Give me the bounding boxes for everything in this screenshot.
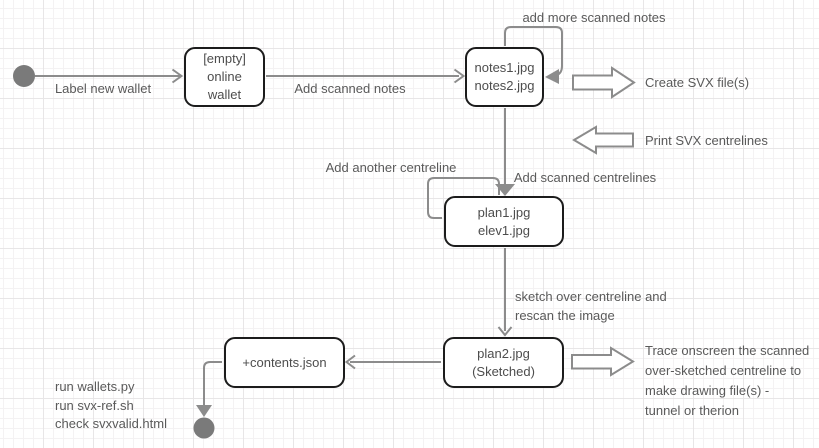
block-arrow-left-print-svx[interactable] bbox=[572, 125, 634, 155]
annotation-line: make drawing file(s) - bbox=[645, 383, 770, 398]
annotation-print-svx[interactable]: Print SVX centrelines bbox=[645, 133, 768, 148]
end-state-node[interactable] bbox=[193, 417, 215, 439]
open-arrowhead-icon bbox=[171, 68, 184, 84]
open-arrowhead-icon bbox=[497, 326, 513, 337]
open-arrowhead-icon bbox=[453, 68, 466, 84]
edge-plan2-to-contents[interactable] bbox=[344, 354, 442, 370]
state-text-line: elev1.jpg bbox=[477, 222, 531, 238]
edge-label-label-new-wallet[interactable]: Label new wallet bbox=[54, 81, 152, 96]
annotation-line: over-sketched centreline to bbox=[645, 363, 802, 378]
edge-label-add-scanned-centrelines[interactable]: Add scanned centrelines bbox=[513, 170, 657, 185]
state-plan1-elev1[interactable]: plan1.jpg elev1.jpg bbox=[444, 196, 564, 247]
state-contents-json[interactable]: +contents.json bbox=[224, 337, 345, 388]
state-text-line: (Sketched) bbox=[472, 363, 535, 379]
edge-label-line: rescan the image bbox=[515, 308, 615, 323]
open-arrowhead-icon bbox=[344, 354, 356, 370]
filled-arrowhead-icon bbox=[545, 69, 559, 84]
edge-line[interactable] bbox=[427, 177, 500, 219]
filled-arrowhead-icon bbox=[196, 405, 212, 417]
annotation-trace-onscreen[interactable]: Trace onscreen the scanned over-sketched… bbox=[645, 341, 809, 421]
edge-label-add-another-centreline[interactable]: Add another centreline bbox=[325, 160, 457, 175]
state-text-line: notes1.jpg bbox=[474, 60, 535, 75]
state-notes-jpgs[interactable]: notes1.jpg notes2.jpg bbox=[465, 47, 544, 107]
state-plan2-sketched[interactable]: plan2.jpg (Sketched) bbox=[443, 337, 564, 388]
annotation-create-svx[interactable]: Create SVX file(s) bbox=[645, 75, 750, 90]
state-text-line: wallet bbox=[207, 87, 242, 102]
annotation-line: run wallets.py bbox=[55, 379, 135, 394]
annotation-line: Trace onscreen the scanned bbox=[645, 343, 810, 358]
edge-label-add-more-scanned-notes[interactable]: add more scanned notes bbox=[522, 10, 666, 25]
edge-label-line: sketch over centreline and bbox=[515, 289, 667, 304]
start-state-node[interactable] bbox=[13, 65, 35, 87]
edge-label-add-scanned-notes[interactable]: Add scanned notes bbox=[294, 81, 406, 96]
annotation-line: tunnel or therion bbox=[645, 403, 739, 418]
edge-add-another-centreline-loop[interactable] bbox=[427, 177, 500, 219]
state-empty-online-wallet[interactable]: [empty] online wallet bbox=[184, 47, 265, 107]
edge-line[interactable] bbox=[203, 361, 222, 405]
edge-line[interactable] bbox=[504, 26, 563, 76]
block-arrow-right-trace[interactable] bbox=[571, 346, 635, 377]
edge-add-more-scanned-notes-loop[interactable] bbox=[504, 26, 563, 84]
state-text-line: plan1.jpg bbox=[477, 204, 531, 220]
state-text-line: online bbox=[207, 69, 242, 84]
edge-label-new-wallet[interactable] bbox=[35, 68, 184, 84]
block-arrow-right-create-svx[interactable] bbox=[572, 66, 636, 99]
state-text-line: plan2.jpg bbox=[477, 345, 530, 361]
state-text-line: +contents.json bbox=[242, 354, 327, 370]
state-text-line: notes2.jpg bbox=[474, 78, 535, 93]
edge-label-sketch-over-centreline[interactable]: sketch over centreline and rescan the im… bbox=[515, 287, 667, 325]
annotation-line: run svx-ref.sh bbox=[55, 397, 134, 413]
edge-add-scanned-notes[interactable] bbox=[266, 68, 466, 84]
annotation-line: check svxvalid.html bbox=[55, 416, 167, 431]
state-text-line: [empty] bbox=[203, 51, 246, 66]
edge-contents-to-end[interactable] bbox=[196, 361, 222, 417]
edge-sketch-over-centreline[interactable] bbox=[497, 248, 513, 337]
annotation-scripts[interactable]: run wallets.py run svx-ref.sh check svxv… bbox=[55, 378, 167, 434]
